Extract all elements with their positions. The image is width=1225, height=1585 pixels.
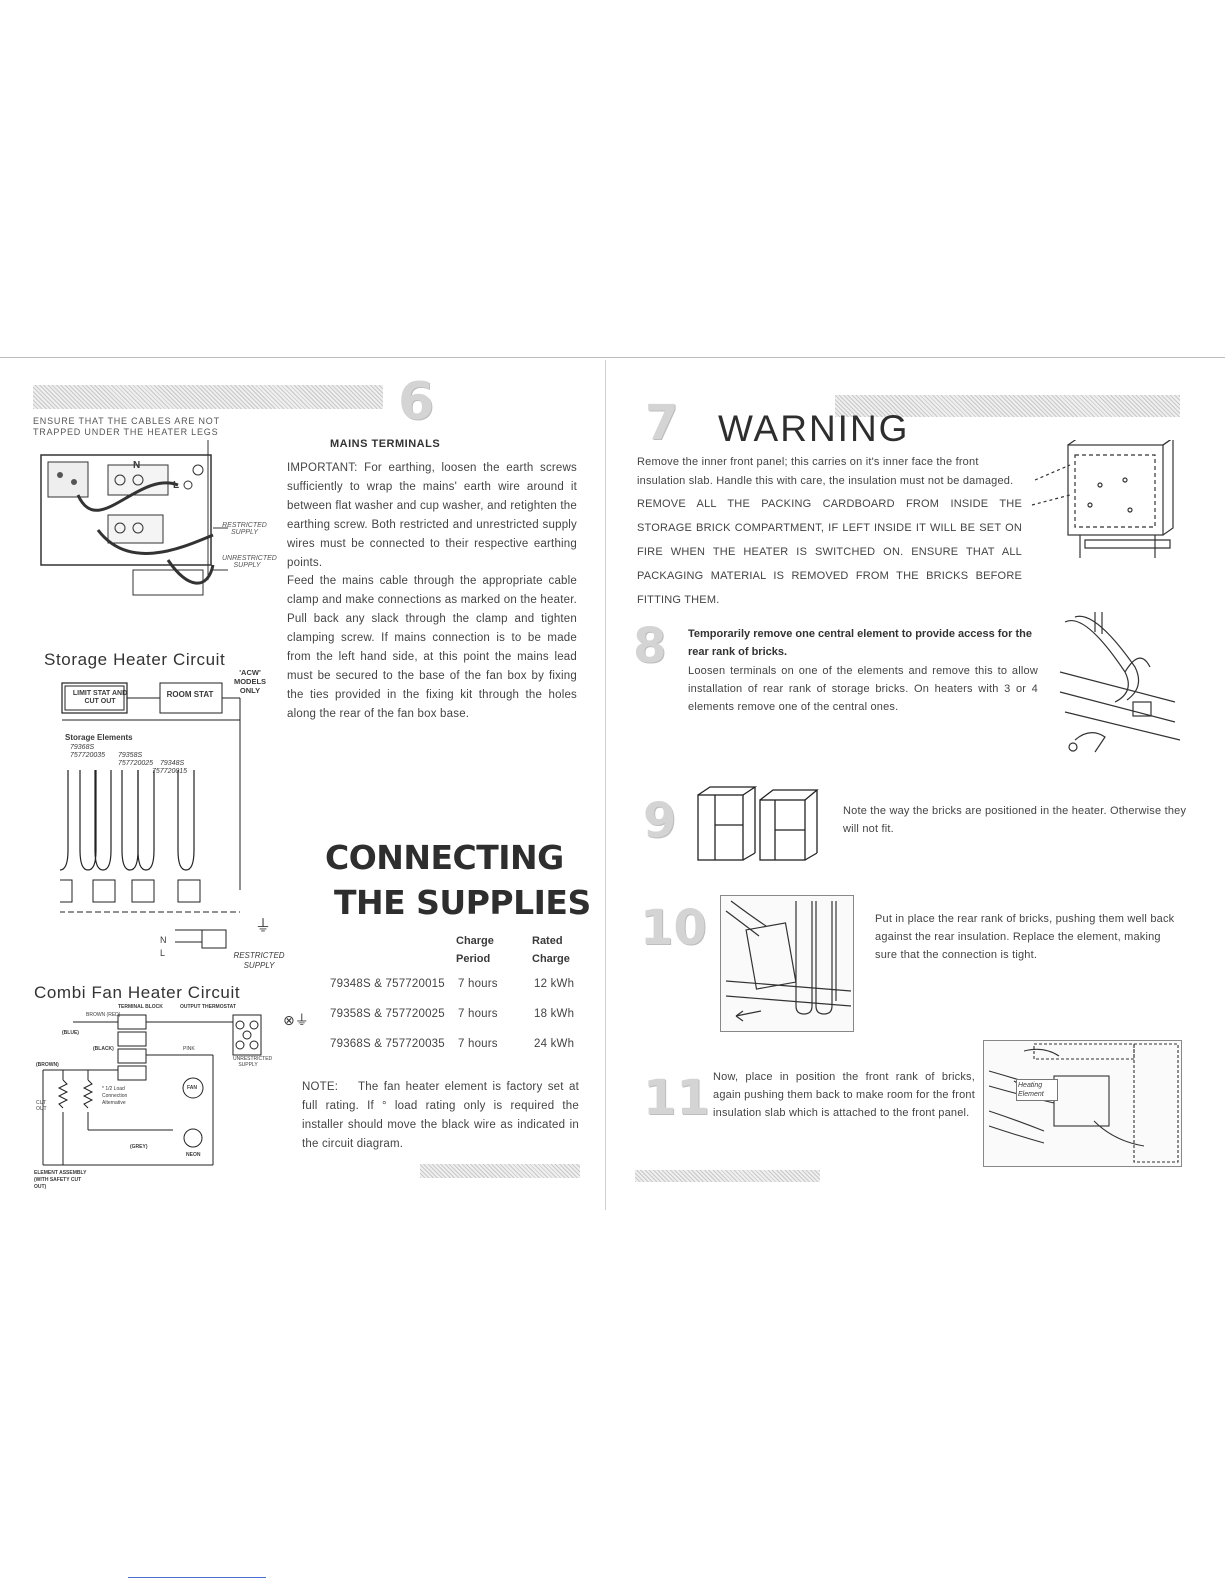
model-label-1: 79368S <box>70 744 95 751</box>
col-rated-header-1: Rated <box>532 935 563 947</box>
bottom-blue-line <box>128 1577 266 1578</box>
front-panel-figure <box>1031 440 1174 558</box>
row-3-model: 79368S & 757720035 <box>330 1038 445 1050</box>
top-rule <box>0 357 1225 358</box>
header-hatch-bar <box>33 385 383 409</box>
row-2-period: 7 hours <box>458 1008 498 1020</box>
mains-terminals-heading: MAINS TERMINALS <box>330 438 441 450</box>
ensure-cables-note: ENSURE THAT THE CABLES ARE NOT TRAPPED U… <box>33 416 220 437</box>
step-9-number: 9 <box>643 793 677 849</box>
neon-label: NEON <box>186 1152 201 1158</box>
warning-line2: REMOVE ALL THE PACKING CARDBOARD FROM IN… <box>637 498 1022 606</box>
warning-line1: Remove the inner front panel; this carri… <box>637 456 1014 487</box>
fan-note-label: NOTE: <box>302 1081 339 1093</box>
cut-out-label: CUT OUT <box>36 1100 47 1112</box>
wire-brown-label: (BROWN) <box>36 1062 59 1068</box>
storage-circuit-title: Storage Heater Circuit <box>44 650 226 669</box>
rear-bricks-figure <box>720 895 854 1032</box>
storage-label-l: L <box>160 948 166 958</box>
step-7-number: 7 <box>645 395 679 451</box>
storage-circuit-diagram <box>60 682 241 949</box>
terminal-block-label: TERMINAL BLOCK <box>118 1004 163 1010</box>
restricted-supply-label: RESTRICTED SUPPLY <box>222 522 267 536</box>
wire-grey-label: (GREY) <box>130 1144 148 1150</box>
model-label-5: 79348S <box>160 760 185 767</box>
limit-stat-label: LIMIT STAT AND CUT OUT <box>72 690 128 705</box>
combi-unrestricted-label: UNRESTRICTED SUPPLY <box>233 1056 273 1068</box>
row-2-rated: 18 kWh <box>534 1008 575 1020</box>
row-1-rated: 12 kWh <box>534 978 575 990</box>
step-11-number: 11 <box>643 1070 710 1126</box>
output-thermostat-label: OUTPUT THERMOSTAT <box>180 1004 236 1010</box>
step-8-bold: Temporarily remove one central element t… <box>688 628 1032 658</box>
wire-black-label: (BLACK) <box>93 1046 114 1052</box>
terminal-diagram <box>40 440 228 596</box>
step-10-text: Put in place the rear rank of bricks, pu… <box>875 913 1175 961</box>
wire-brown-red-label: BROWN (RED) <box>86 1012 121 1018</box>
footer-hatch-right <box>635 1170 820 1182</box>
step-9-text: Note the way the bricks are positioned i… <box>843 805 1187 835</box>
mains-feed-paragraph: Feed the mains cable through the appropr… <box>287 575 577 720</box>
step-10-number: 10 <box>640 900 707 956</box>
row-2-model: 79358S & 757720025 <box>330 1008 445 1020</box>
storage-restricted-label: RESTRICTED SUPPLY <box>233 951 285 970</box>
page-gutter <box>605 360 606 1210</box>
warning-title: WARNING <box>718 408 910 449</box>
acw-models-note: 'ACW' MODELS ONLY <box>233 668 267 695</box>
combi-earth-icon: ⊗⏚ <box>283 1012 309 1028</box>
step-11-text: Now, place in position the front rank of… <box>713 1071 975 1119</box>
brick-layout-figure <box>697 786 819 861</box>
step-8-number: 8 <box>633 618 667 674</box>
combi-circuit-diagram <box>42 1014 262 1166</box>
row-3-rated: 24 kWh <box>534 1038 575 1050</box>
fan-label: FAN <box>187 1085 197 1091</box>
wire-pink-label: PINK <box>183 1046 195 1052</box>
row-3-period: 7 hours <box>458 1038 498 1050</box>
unrestricted-supply-label: UNRESTRICTED SUPPLY <box>222 555 277 569</box>
heating-element-label: Heating Element <box>1016 1079 1058 1101</box>
row-1-period: 7 hours <box>458 978 498 990</box>
connecting-title-line2: THE SUPPLIES <box>334 883 591 922</box>
col-rated-header-2: Charge <box>532 953 570 965</box>
diagram-label-l: L <box>173 480 180 491</box>
combi-circuit-title: Combi Fan Heater Circuit <box>34 983 241 1002</box>
footer-hatch-left <box>420 1164 580 1178</box>
connecting-title-line1: CONNECTING <box>325 838 564 877</box>
storage-elements-label: Storage Elements <box>65 733 133 742</box>
warning-hatch-bar <box>835 395 1180 417</box>
fan-note-text: The fan heater element is factory set at… <box>302 1078 579 1154</box>
step-8-text: Loosen terminals on one of the elements … <box>688 665 1038 713</box>
wire-blue-label: (BLUE) <box>62 1030 79 1036</box>
model-label-3: 79358S <box>118 752 143 759</box>
step-6-number: 6 <box>398 372 435 432</box>
room-stat-label: ROOM STAT <box>166 690 214 699</box>
model-label-2: 757720035 <box>70 752 106 759</box>
earth-icon: ⏚ <box>255 918 272 935</box>
row-1-model: 79348S & 757720015 <box>330 978 445 990</box>
model-label-4: 757720025 <box>118 760 154 767</box>
mains-important-paragraph: IMPORTANT: For earthing, loosen the eart… <box>287 462 577 569</box>
fan-note-body: The fan heater element is factory set at… <box>302 1081 579 1150</box>
storage-label-n: N <box>160 935 167 945</box>
half-load-label: * 1/2 Load Connection Alternative <box>102 1086 128 1106</box>
model-label-6: 757720015 <box>152 768 188 775</box>
col-charge-header-1: Charge <box>456 935 494 947</box>
diagram-label-n: N <box>133 460 141 471</box>
front-bricks-figure: Heating Element <box>983 1040 1182 1167</box>
col-charge-header-2: Period <box>456 953 491 965</box>
remove-element-figure <box>1059 612 1181 753</box>
element-assembly-label: ELEMENT ASSEMBLY (WITH SAFETY CUT OUT) <box>34 1170 87 1190</box>
